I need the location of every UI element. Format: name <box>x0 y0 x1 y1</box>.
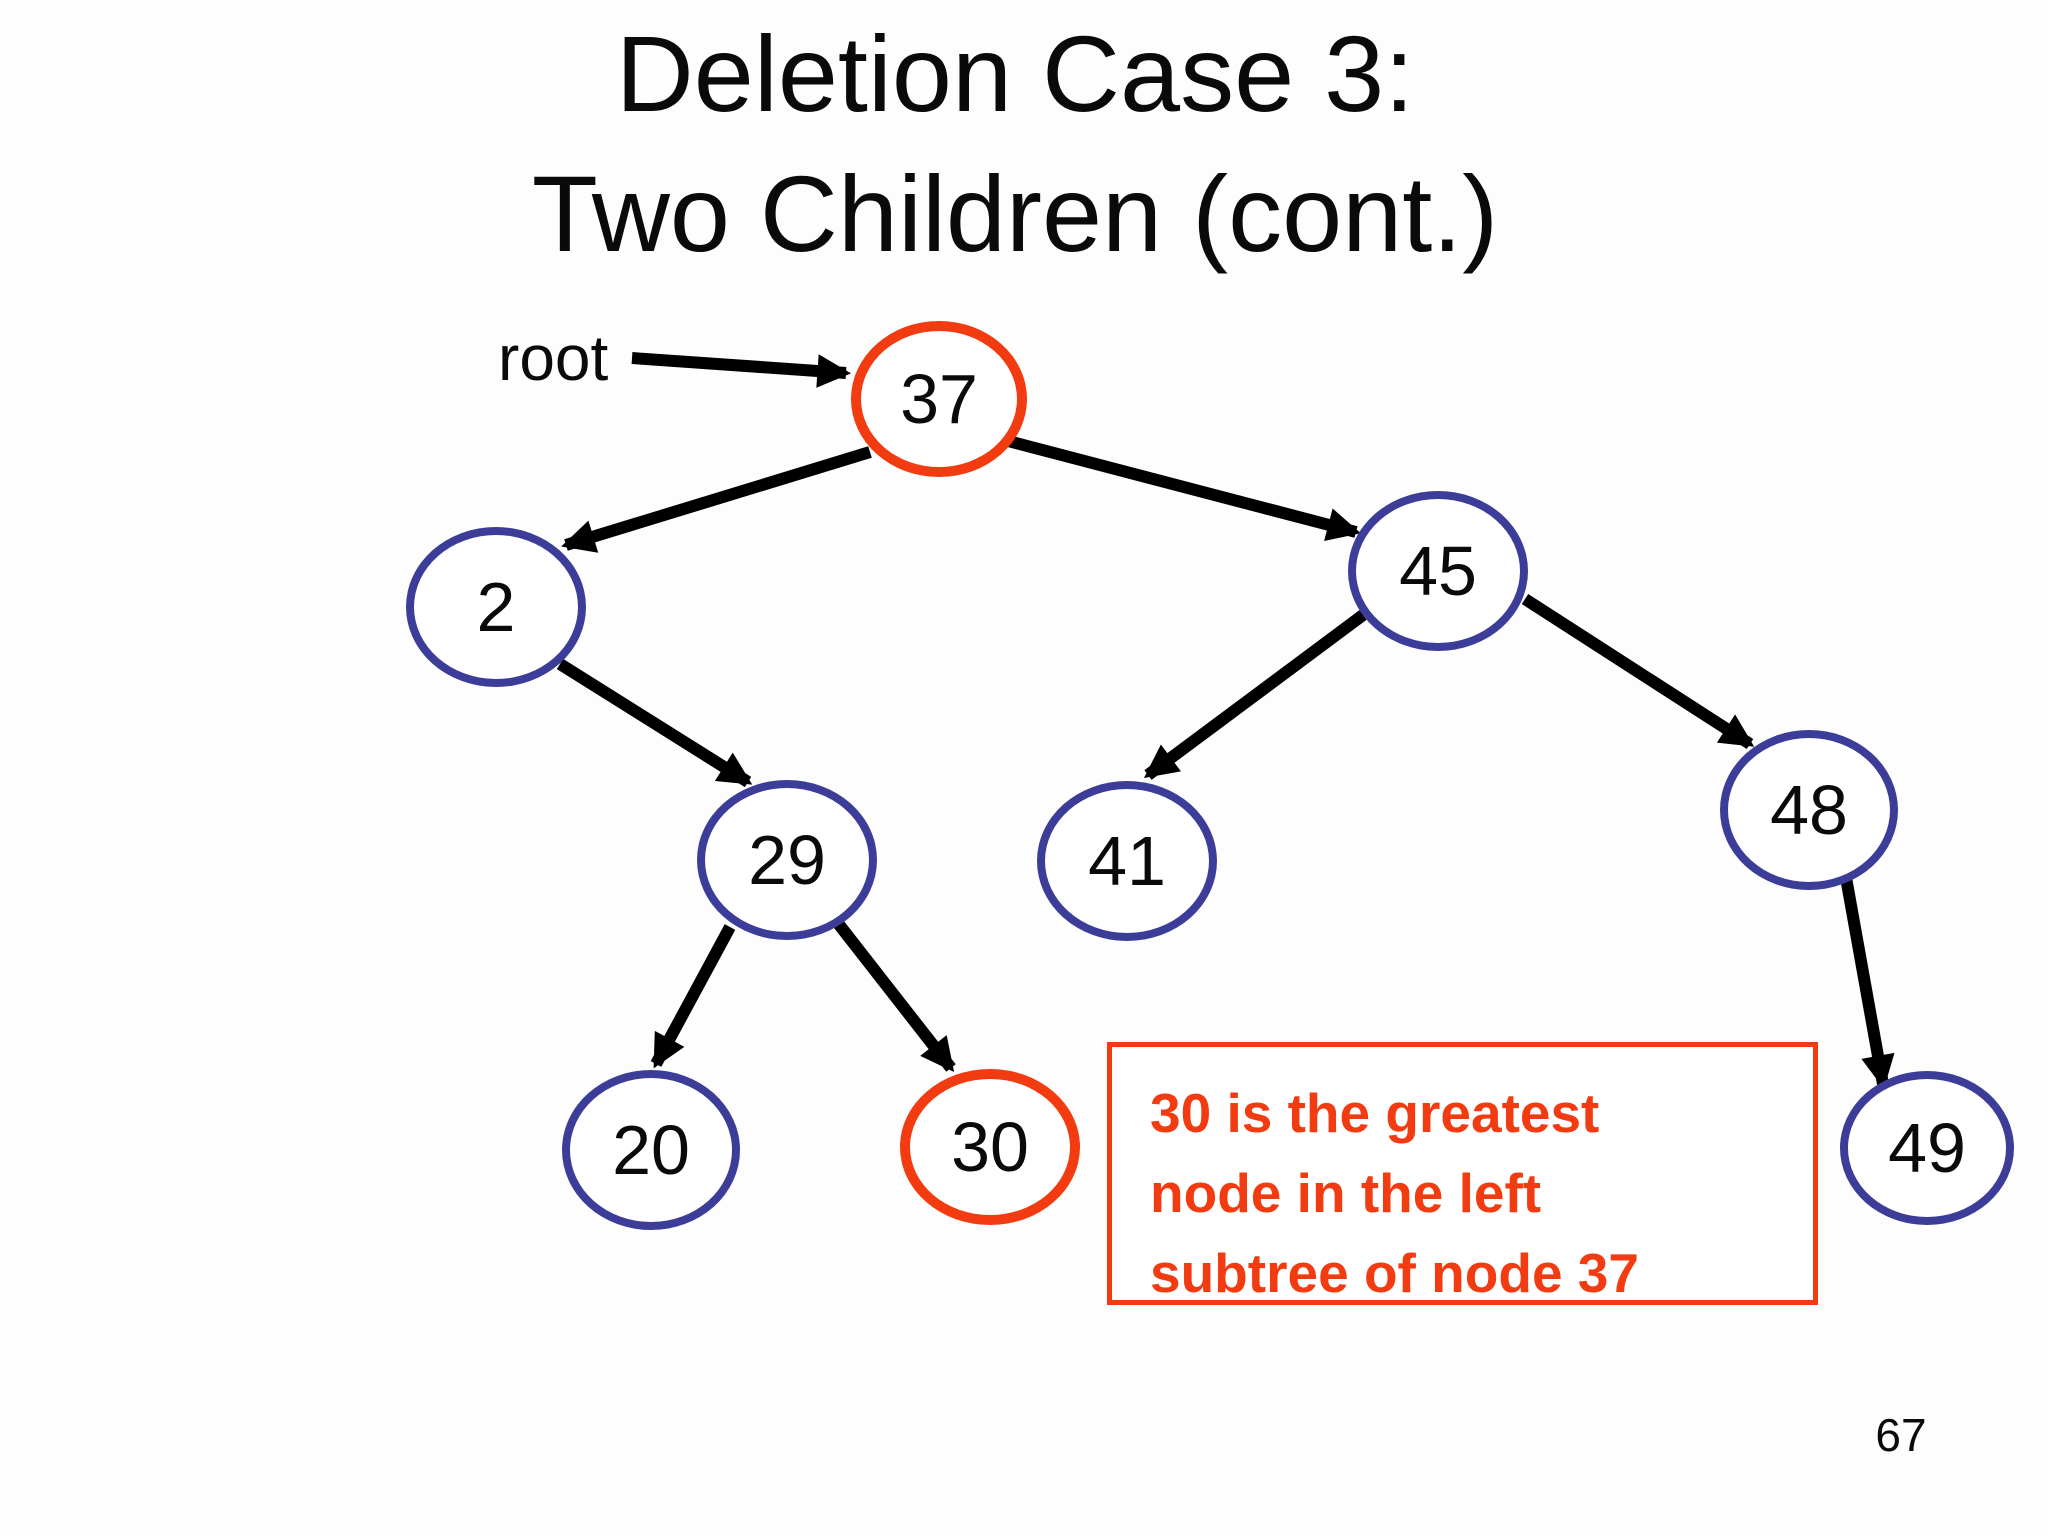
edge-2-29 <box>556 658 753 788</box>
node-label-49: 49 <box>1888 1109 1966 1187</box>
edge-37-2 <box>561 446 872 553</box>
tree-node-49: 49 <box>1840 1071 2014 1225</box>
edge-29-20 <box>650 924 736 1069</box>
slide-title: Deletion Case 3: Two Children (cont.) <box>0 4 2030 284</box>
callout-text: 30 is the greatest node in the left subt… <box>1150 1082 1639 1304</box>
tree-node-48: 48 <box>1720 730 1898 890</box>
node-label-29: 29 <box>748 821 826 899</box>
root-label: root <box>498 322 609 394</box>
tree-node-30: 30 <box>900 1069 1080 1225</box>
node-label-30: 30 <box>951 1108 1029 1186</box>
tree-node-41: 41 <box>1037 781 1217 941</box>
edge-29-30 <box>832 918 956 1072</box>
page-number: 67 <box>1875 1409 1927 1461</box>
edge-48-49 <box>1839 870 1895 1089</box>
node-label-20: 20 <box>612 1111 690 1189</box>
tree-node-29: 29 <box>697 780 877 940</box>
tree-node-2: 2 <box>406 527 586 687</box>
tree-node-45: 45 <box>1348 491 1528 651</box>
edge-45-48 <box>1521 593 1755 750</box>
tree-node-37: 37 <box>851 321 1027 477</box>
edge-37-45 <box>1006 435 1361 542</box>
title-line-1: Deletion Case 3: <box>615 13 1415 134</box>
callout-box: 30 is the greatest node in the left subt… <box>1107 1042 1818 1305</box>
node-label-41: 41 <box>1088 822 1166 900</box>
edge-45-41 <box>1143 610 1367 780</box>
node-label-2: 2 <box>476 568 516 646</box>
tree-node-20: 20 <box>562 1070 740 1230</box>
node-label-37: 37 <box>900 360 978 438</box>
root-pointer-arrow <box>631 352 852 388</box>
node-label-48: 48 <box>1770 771 1848 849</box>
node-label-45: 45 <box>1399 532 1477 610</box>
title-line-2: Two Children (cont.) <box>531 153 1499 274</box>
